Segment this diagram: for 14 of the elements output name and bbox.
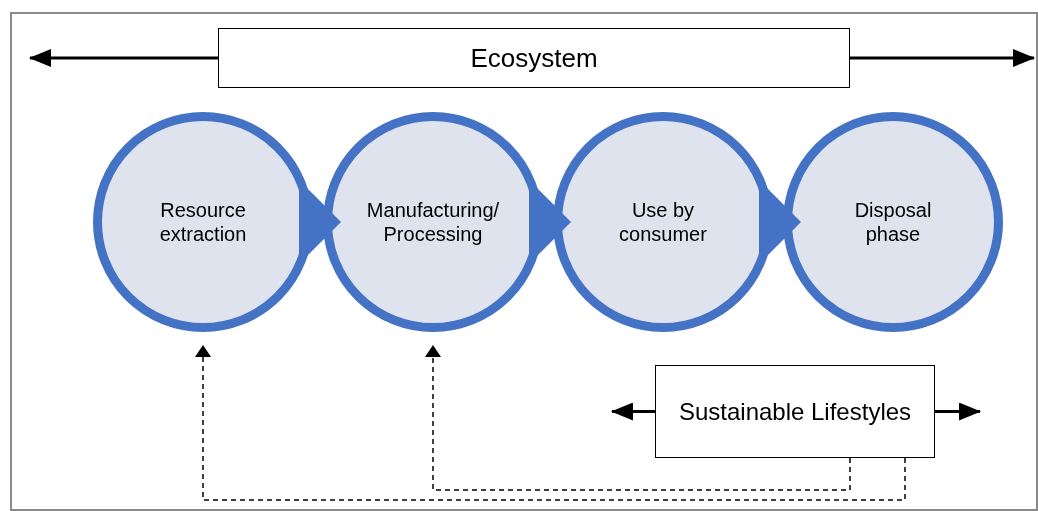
arrow <box>611 402 655 421</box>
dashed-arrow <box>195 345 906 501</box>
arrow <box>29 49 218 67</box>
node-label: Manufacturing/ Processing <box>366 198 500 246</box>
node-label: Sustainable Lifestyles <box>678 396 912 427</box>
label-box <box>218 28 850 88</box>
node-label: Disposal phase <box>853 198 933 246</box>
label-box <box>655 365 935 458</box>
node-label: Use by consumer <box>618 198 708 246</box>
node-label: Ecosystem <box>470 41 598 75</box>
node-label: Resource extraction <box>158 198 248 246</box>
arrow <box>850 49 1035 67</box>
dashed-arrow <box>425 345 851 491</box>
arrow <box>935 402 981 421</box>
